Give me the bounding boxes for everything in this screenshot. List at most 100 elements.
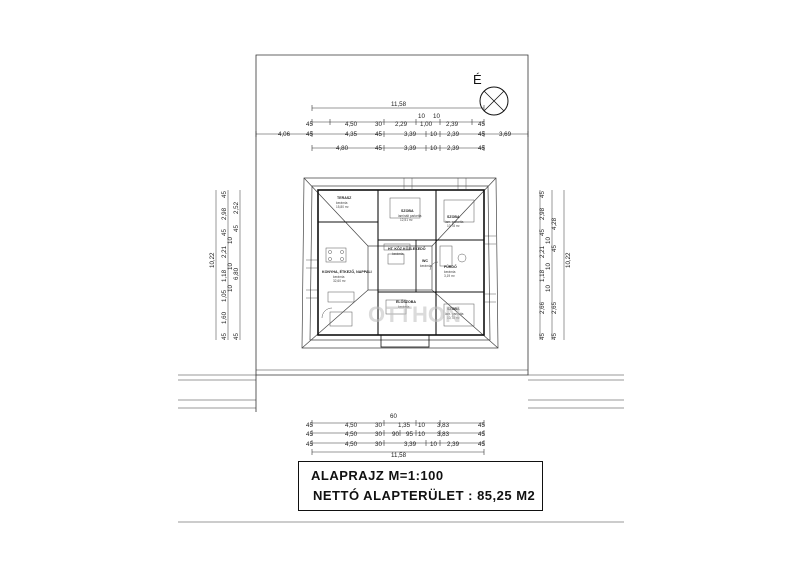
dim-label: 95: [406, 431, 413, 438]
net-area-title: NETTÓ ALAPTERÜLET : 85,25 M2: [313, 488, 536, 503]
dim-label: 45: [306, 431, 313, 438]
dim-label: 45: [306, 422, 313, 429]
dim-label: 3,69: [499, 131, 512, 138]
dim-label: 1,18: [221, 269, 228, 282]
dim-label: 2,39: [447, 145, 460, 152]
left-dimensions: 10,22 45 2,98 45 2,21 1,18 1,05 1,60 45 …: [209, 191, 240, 340]
room-name: KONYHA, ÉTKEZŐ, NAPPALI: [322, 269, 372, 274]
building-walls: [317, 189, 485, 348]
dim-label: 2,98: [539, 207, 546, 220]
dim-label: 45: [539, 333, 546, 340]
dim-label: 45: [306, 441, 313, 448]
scale-title: ALAPRAJZ M=1:100: [311, 468, 444, 483]
dim-label: 2,21: [221, 245, 228, 258]
room-name: HT. KÖZ.KÖZLEKEDŐ: [388, 246, 426, 251]
dim-label: 4,35: [345, 131, 358, 138]
dim-label: 10: [433, 113, 440, 120]
dim-label: 30: [375, 441, 382, 448]
room-name: WC: [422, 259, 428, 263]
dim-label: 4,50: [345, 422, 358, 429]
dim-label: 45: [478, 422, 485, 429]
room-floor: lam. parketta: [445, 220, 464, 224]
room-hall: ELŐSZOBA kerámia: [396, 299, 416, 309]
dim-label: 10: [545, 263, 552, 270]
dim-label: 4,50: [345, 431, 358, 438]
room-labels: TERASZ kerámia 15,80 m² SZOBA laminált p…: [322, 196, 464, 320]
dim-label: 1,35: [398, 422, 411, 429]
room-name: TERASZ: [337, 196, 352, 200]
dim-label: 45: [221, 333, 228, 340]
room-floor: kerámia: [444, 270, 456, 274]
dim-label: 3,39: [404, 145, 417, 152]
dim-label: 45: [551, 245, 558, 252]
dim-label: 2,39: [447, 131, 460, 138]
dim-label: 1,60: [221, 311, 228, 324]
room-floor: kerámia: [420, 264, 432, 268]
dim-label: 3,39: [404, 441, 417, 448]
bottom-dimensions: 60 45 4,50 30 1,35 10 3,83 45 45 4,50 30…: [306, 413, 485, 459]
dim-label: 3,83: [437, 422, 450, 429]
dim-label: 2,39: [446, 121, 459, 128]
dim-label: 1,00: [420, 121, 433, 128]
dim-label: 10: [430, 441, 437, 448]
top-dimensions: 11,58 10 10 45 4,50 30 2,29 1,00 2,39 45…: [278, 101, 512, 152]
north-label: É: [473, 72, 482, 87]
window-marks: [306, 178, 496, 303]
dim-label: 2,66: [539, 301, 546, 314]
furniture: [321, 197, 475, 327]
title-block: ALAPRAJZ M=1:100 NETTÓ ALAPTERÜLET : 85,…: [298, 461, 543, 511]
dim-label: 3,83: [437, 431, 450, 438]
dim-bottom-total: 11,58: [391, 452, 407, 459]
room-bathroom: FÜRDŐ kerámia 3,19 m²: [444, 264, 457, 278]
dim-label: 1,18: [539, 269, 546, 282]
dim-label: 30: [375, 431, 382, 438]
north-arrow-icon: É: [473, 72, 509, 116]
room-area: 3,19 m²: [444, 274, 455, 278]
dim-label: 45: [233, 225, 240, 232]
dim-label: 4,50: [345, 441, 358, 448]
dimension-ticks: [255, 105, 529, 455]
room-area: 10,78 m²: [447, 224, 460, 228]
dim-label: 45: [221, 191, 228, 198]
room-floor: kerámia: [398, 305, 410, 309]
room-name: SZOBA: [447, 215, 460, 219]
dim-label: 45: [478, 121, 485, 128]
room-floor: laminált parketta: [398, 214, 422, 218]
dim-label: 45: [539, 191, 546, 198]
room-area: 15,80 m²: [336, 205, 349, 209]
room-name: ELŐSZOBA: [396, 299, 416, 304]
dimension-lines: [215, 107, 565, 453]
dim-label: 10: [227, 285, 234, 292]
dim-label: 45: [233, 333, 240, 340]
dim-right-total: 10,22: [565, 252, 572, 268]
dim-label: 6,80: [233, 267, 240, 280]
dim-label: 10: [430, 131, 437, 138]
dim-top-total: 11,58: [391, 101, 407, 108]
dim-label: 90: [392, 431, 399, 438]
roof-outline: [301, 177, 499, 349]
dim-label: 3,39: [404, 131, 417, 138]
dim-label: 2,52: [233, 201, 240, 214]
dim-label: 45: [539, 229, 546, 236]
room-floor: kerámia: [336, 201, 348, 205]
room-bedroom-1: SZOBA laminált parketta 12,51 m²: [398, 209, 422, 222]
room-area: 32,60 m²: [333, 279, 346, 283]
dim-label: 45: [478, 145, 485, 152]
room-name: FÜRDŐ: [444, 264, 457, 269]
dim-label: 45: [478, 431, 485, 438]
room-corridor: HT. KÖZ.KÖZLEKEDŐ kerámia: [388, 246, 426, 256]
room-wc: WC kerámia: [420, 259, 432, 268]
dim-label: 4,80: [336, 145, 349, 152]
dim-label: 45: [306, 131, 313, 138]
room-bedroom-2: SZOBA lam. parketta 10,78 m²: [445, 215, 464, 228]
dim-label: 4,50: [345, 121, 358, 128]
room-floor: kerámia: [392, 252, 404, 256]
room-name: SZOBA: [401, 209, 414, 213]
room-floor: lam. parketta: [445, 312, 464, 316]
dim-label: 45: [478, 131, 485, 138]
dim-label: 2,65: [551, 301, 558, 314]
dim-label: 60: [390, 413, 397, 420]
dim-label: 45: [375, 145, 382, 152]
dim-label: 10: [227, 237, 234, 244]
